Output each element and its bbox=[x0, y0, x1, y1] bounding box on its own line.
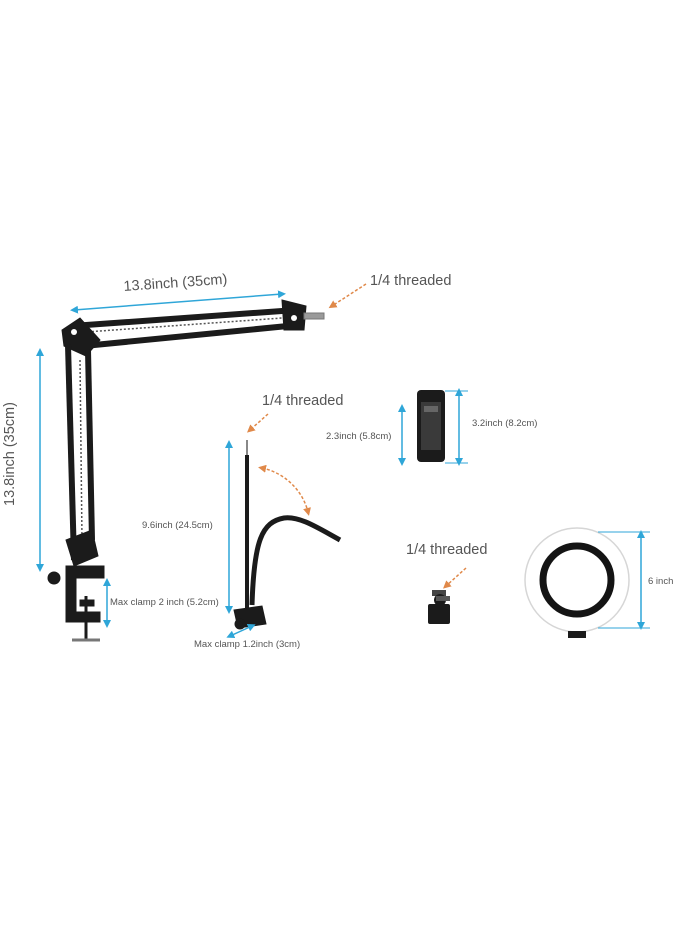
arm-thread-callout bbox=[328, 283, 367, 309]
arm-thread-label: 1/4 threaded bbox=[370, 273, 452, 289]
gooseneck-clamp-label: Max clamp 1.2inch (3cm) bbox=[194, 639, 301, 650]
gooseneck-clamp-dimension bbox=[226, 624, 256, 638]
gooseneck-stand bbox=[233, 440, 342, 630]
ballhead-thread-label: 1/4 threaded bbox=[406, 542, 488, 558]
phone-holder bbox=[417, 390, 445, 462]
ring-size-label: 6 inch bbox=[648, 576, 674, 587]
gooseneck-thread-callout bbox=[247, 413, 269, 433]
arm-width-dimension bbox=[70, 290, 286, 314]
ball-head bbox=[428, 590, 450, 624]
gooseneck-height-label: 9.6inch (24.5cm) bbox=[142, 520, 213, 531]
arm-clamp-label: Max clamp 2 inch (5.2cm) bbox=[110, 597, 219, 608]
gooseneck-thread-label: 1/4 threaded bbox=[262, 393, 344, 409]
phone-inner-label: 2.3inch (5.8cm) bbox=[326, 431, 392, 442]
gooseneck-bend-arrow bbox=[258, 464, 311, 516]
arm-height-label: 13.8inch (35cm) bbox=[2, 402, 18, 506]
ring-light bbox=[524, 527, 630, 638]
scissor-arm-stand bbox=[47, 299, 325, 642]
ballhead-thread-callout bbox=[443, 567, 467, 589]
phone-outer-label: 3.2inch (8.2cm) bbox=[472, 418, 538, 429]
